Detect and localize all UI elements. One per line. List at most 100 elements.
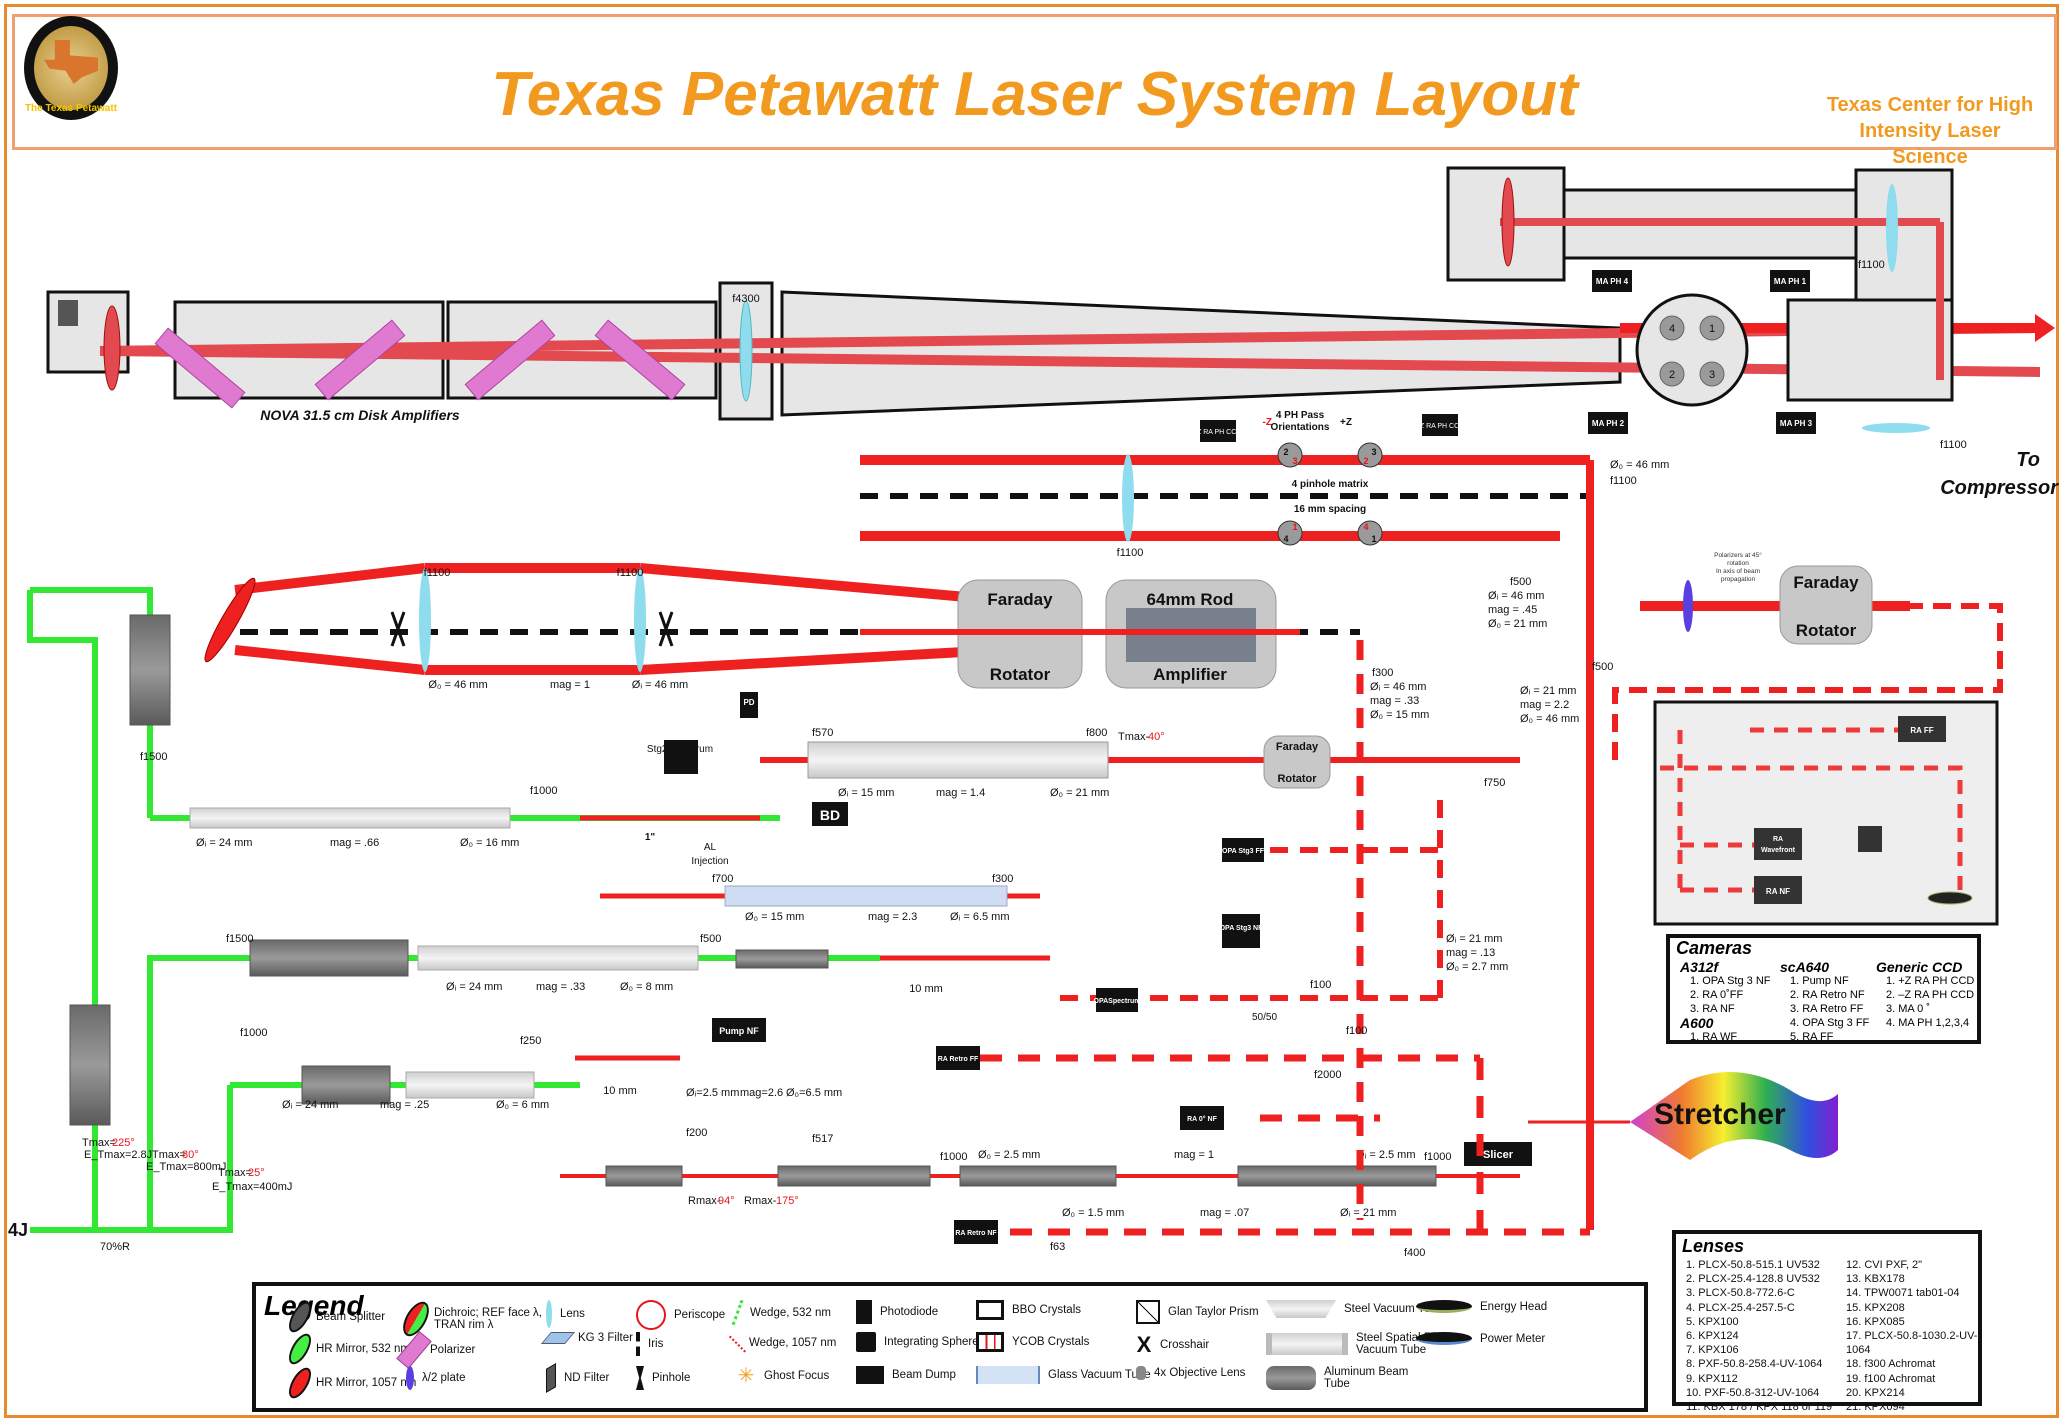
legend-item: ✳Ghost Focus [736,1366,830,1386]
retro-diagnostics: OPA Stg3 FF OPA Stg3 NF OPASpectrum 50/5… [936,640,1590,1259]
pump-top-do: Ø₀ = 16 mm [460,837,519,849]
hr-mirror-1057-icon [1501,177,1515,267]
legend-item-label: λ/2 plate [422,1372,466,1384]
wp3-energy: E_Tmax=400mJ [212,1181,292,1193]
camera-icon [1200,420,1236,442]
lens-item: 13. KBX178 [1846,1273,1905,1286]
crystal-1in: 1" [645,832,656,843]
legend-item: Power Meter [1416,1332,1545,1345]
legend-item: HR Mirror, 1057 nm [284,1364,416,1402]
stg-mag: mag = 1.4 [936,787,985,799]
camera-ra-nf: RA NF [1766,887,1790,896]
retro-do: Ø₀ = 1.5 mm [1062,1207,1124,1219]
legend-item-label: ND Filter [564,1372,610,1384]
ra-retro-ff-label: RA Retro FF [938,1056,979,1063]
legend-item: Integrating Sphere [856,1332,979,1352]
rod-pinhole [1277,520,1303,546]
f1000-low-label: f1000 [940,1151,968,1163]
legend-item: λ/2 plate [406,1366,465,1390]
half-wave-plate-icon [406,1366,414,1390]
legend-item: HR Mirror, 532 nm [284,1330,410,1368]
camera-icon [1096,988,1138,1012]
diag-do: Ø₀ = 2.7 mm [1446,961,1508,973]
aluminum-beam-tube [605,1165,683,1187]
camera-icon [1588,412,1628,434]
low-di: Øᵢ = 2.5 mm [1356,1149,1416,1161]
legend-item: Beam Dump [856,1366,956,1384]
camera-group-title: A600 [1680,1015,1714,1031]
pinhole-red-num: 4 [1363,522,1368,532]
small-mag: mag=2.6 [740,1087,783,1099]
org-name: Texas Center for High Intensity Laser Sc… [1820,92,2040,170]
opa-section: f570 f800 Øᵢ = 15 mm mag = 1.4 Ø₀ = 21 m… [150,692,1838,1207]
pinhole-wheel [1635,293,1749,407]
crosshair-icon [658,611,674,647]
pinhole-label: 2 [1669,369,1675,381]
bd-label: BD [820,807,840,823]
retro-di: Øᵢ = 21 mm [1340,1207,1396,1219]
lens-f1100-out-label: f1100 [1940,439,1967,451]
opa-stg3-nf-label: OPA Stg3 NF [1220,925,1264,932]
spatial-filter-tube [780,290,1622,417]
legend-item: BBO Crystals [976,1300,1081,1320]
faraday2-label-1: Faraday [1793,573,1859,592]
camera-item: 1. Pump NF [1790,975,1849,987]
pump-f1500-mid: f1500 [226,933,254,945]
nd-filter-icon [546,1363,556,1393]
f517-label: f517 [812,1133,833,1145]
pinhole-2 [1659,361,1685,387]
kg3-filter-icon [540,1332,576,1344]
pinhole-icon [636,1366,644,1390]
legend-item: Polarizer [396,1331,475,1369]
cameras-title: Cameras [1676,938,1753,958]
steel-vacuum-tube [189,807,511,829]
faraday-label-1: Faraday [987,590,1053,609]
header-banner: Texas Petawatt Laser System Layout [12,14,2057,150]
pump-top-di: Øᵢ = 24 mm [196,837,252,849]
legend-item-label: BBO Crystals [1012,1304,1082,1316]
camera-ma-ph1: MA PH 1 [1774,277,1807,286]
camera-icon [1180,1106,1224,1130]
f570-label: f570 [812,727,833,739]
f500a-label: f500 [1510,576,1531,588]
rod-label-2: Amplifier [1153,665,1227,684]
wp1-energy: E_Tmax=2.8J [84,1149,152,1161]
wp1-angle: 225° [112,1137,135,1149]
pinhole-1 [1699,315,1725,341]
org-name-line2: Intensity Laser Science [1859,120,2001,168]
lens-icon [634,568,646,672]
camera-icon [1898,716,1946,742]
lens-icon [1862,423,1930,433]
tmax40-prefix: Tmax- [1118,731,1150,743]
tube-do: Ø₀ = 15 mm [745,911,804,923]
crosshair-icon [390,611,406,647]
pass-title-2: Orientations [1271,422,1330,433]
polarizer-note-4: propagation [1721,576,1756,583]
lens-item: 18. f300 Achromat [1846,1358,1936,1371]
aluminum-beam-tube [959,1165,1117,1187]
aluminum-beam-tube [735,949,829,969]
camera-icon [1222,838,1264,862]
output-arrow-icon [2035,314,2055,342]
pump-top-mag: mag = .66 [330,837,379,849]
f300-label: f300 [1372,667,1393,679]
ra-retro-nf-label: RA Retro NF [955,1230,997,1237]
ra-0-nf-label: RA 0° NF [1187,1115,1217,1123]
logo-caption: The Texas Petawatt [24,103,118,114]
beam-dashed-diagnostic [1612,603,2003,760]
right-do: Ø₀ = 46 mm [1610,459,1669,471]
periscope-icon [636,1300,666,1330]
relay-di: Øᵢ = 46 mm [632,679,688,691]
wp2-tmax: Tmax= [152,1149,186,1161]
pump-mid-di: Øᵢ = 24 mm [446,981,502,993]
split-ratio-label: 70%R [100,1241,130,1253]
power-meter-icon [1416,1332,1472,1345]
beam-relay-upper-c [639,563,1001,605]
lens-item: 3. PLCX-50.8-772.6-C [1686,1287,1795,1300]
camera-group-title: Generic CCD [1876,959,1963,975]
wp2-angle: 80° [182,1149,199,1161]
camera-icon [1754,876,1802,904]
pinhole-black-num: 1 [1371,534,1376,544]
pd-label: PD [743,698,754,707]
disk-amplifiers-label: NOVA 31.5 cm Disk Amplifiers [260,407,460,423]
